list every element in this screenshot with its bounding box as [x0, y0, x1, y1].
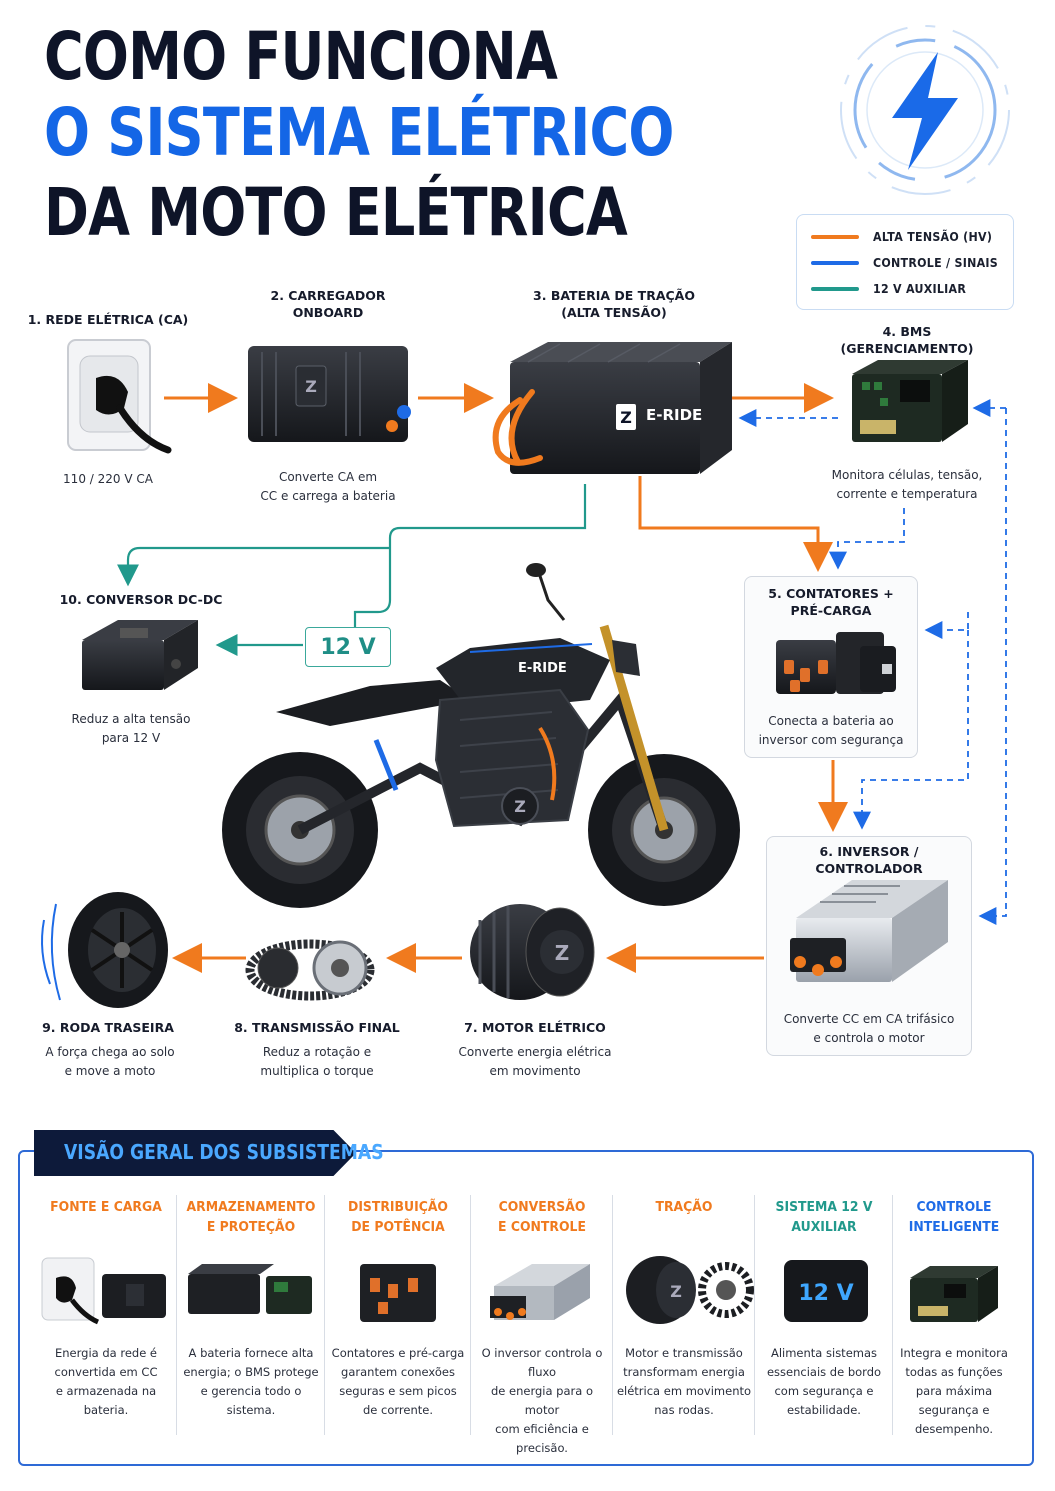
wall-outlet-illustration — [67, 339, 172, 454]
overview-col-source: FONTE E CARGA Energia da rede é converti… — [36, 1190, 176, 1440]
c1-title: 1. REDE ELÉTRICA (CA) — [27, 312, 189, 327]
c10-desc: Reduz a alta tensão para 12 V — [71, 712, 191, 745]
contactors-illustration — [776, 632, 896, 694]
svg-text:Z: Z — [670, 1282, 682, 1301]
dcdc-converter-illustration — [82, 620, 198, 690]
arrow-12v — [117, 546, 390, 587]
moto-brand: E-RIDE — [518, 661, 567, 676]
motor-gear-icon: Z — [626, 1256, 754, 1324]
line-12v — [353, 484, 587, 627]
arrow-control — [829, 508, 905, 570]
legend: ALTA TENSÃO (HV) CONTROLE / SINAIS 12 V … — [796, 214, 1014, 310]
legend-label: 12 V AUXILIAR — [873, 282, 967, 296]
overview-text: Energia da rede é convertida em CC e arm… — [54, 1346, 158, 1417]
c9-title: 9. RODA TRASEIRA — [42, 1020, 174, 1035]
svg-text:Z: Z — [555, 941, 570, 965]
electric-motor-illustration: Z — [470, 904, 595, 1000]
inverter-icon — [490, 1264, 590, 1320]
battery-logo: Z — [620, 408, 632, 427]
c5-title: 5. CONTATORES + PRÉ-CARGA — [768, 586, 894, 618]
battery-bms-icon — [188, 1264, 312, 1314]
lightning-bolt-icon — [840, 25, 1010, 195]
c8-desc: Reduz a rotação e multiplica o torque — [260, 1045, 374, 1078]
traction-battery-illustration: Z E-RIDE — [492, 342, 732, 474]
overview-text: Integra e monitora todas as funções para… — [900, 1346, 1008, 1436]
contactor-icon — [360, 1264, 436, 1322]
arrow-control — [853, 630, 969, 830]
overview-col-traction: TRAÇÃO Z Motor e transmissão transformam… — [614, 1190, 754, 1440]
c1-desc: 110 / 220 V CA — [63, 472, 153, 486]
onboard-charger-illustration: Z — [248, 346, 411, 442]
overview-head: DISTRIBUIÇÃO DE POTÊNCIA — [348, 1199, 448, 1235]
c7-desc: Converte energia elétrica em movimento — [458, 1045, 612, 1078]
overview-head: FONTE E CARGA — [50, 1199, 162, 1215]
c6-title: 6. INVERSOR / CONTROLADOR — [815, 844, 923, 876]
c9-desc: A força chega ao solo e move a moto — [45, 1045, 175, 1078]
battery-brand: E-RIDE — [646, 406, 702, 424]
overview-head: TRAÇÃO — [655, 1199, 713, 1215]
label-12v: 12 V — [305, 627, 391, 667]
c4-title: 4. BMS (GERENCIAMENTO) — [840, 324, 974, 356]
title-line-1: COMO FUNCIONA — [44, 18, 558, 95]
arrow-hv — [638, 476, 833, 572]
overview-head: ARMAZENAMENTO E PROTEÇÃO — [186, 1199, 316, 1235]
overview-text: Alimenta sistemas essenciais de bordo co… — [766, 1346, 882, 1417]
c10-title: 10. CONVERSOR DC-DC — [59, 592, 223, 607]
bms-module-illustration — [852, 360, 968, 442]
overview-col-control: CONTROLE INTELIGENTE Integra e monitora … — [894, 1190, 1014, 1440]
divider — [324, 1195, 325, 1435]
overview-head: SISTEMA 12 V AUXILIAR — [775, 1199, 873, 1235]
inverter-illustration — [790, 880, 948, 982]
legend-item-hv: ALTA TENSÃO (HV) — [811, 227, 1003, 247]
overview-col-12v: SISTEMA 12 V AUXILIAR 12 V Alimenta sist… — [756, 1190, 892, 1440]
arrow-control — [978, 408, 1007, 925]
c7-title: 7. MOTOR ELÉTRICO — [464, 1020, 606, 1035]
overview-text: A bateria fornece alta energia; o BMS pr… — [183, 1346, 319, 1417]
overview-col-distribution: DISTRIBUIÇÃO DE POTÊNCIA Contatores e pr… — [326, 1190, 470, 1440]
title-line-3: DA MOTO ELÉTRICA — [44, 174, 628, 251]
overview-text: Contatores e pré-carga garantem conexões… — [331, 1346, 465, 1417]
c5-desc: Conecta a bateria ao inversor com segura… — [758, 714, 904, 747]
legend-label: ALTA TENSÃO (HV) — [873, 230, 993, 244]
overview-col-conversion: CONVERSÃO E CONTROLE O inversor controla… — [472, 1190, 612, 1455]
arrow-control — [924, 612, 969, 639]
divider — [470, 1195, 471, 1435]
legend-item-control: CONTROLE / SINAIS — [811, 253, 1009, 273]
divider — [754, 1195, 755, 1435]
rear-wheel-illustration — [41, 892, 168, 1008]
c2-title: 2. CARREGADOR ONBOARD — [270, 288, 386, 320]
overview-title: VISÃO GERAL DOS SUBSISTEMAS — [64, 1140, 384, 1164]
12v-module-icon: 12 V — [784, 1260, 868, 1322]
overview-head: CONVERSÃO E CONTROLE — [498, 1199, 586, 1235]
outlet-charger-icon — [41, 1257, 166, 1325]
c8-title: 8. TRANSMISSÃO FINAL — [234, 1020, 400, 1035]
svg-text:Z: Z — [514, 797, 526, 816]
c6-desc: Converte CC em CA trifásico e controla o… — [783, 1012, 955, 1045]
legend-item-aux: 12 V AUXILIAR — [811, 279, 974, 299]
overview-text: Motor e transmissão transformam energia … — [616, 1346, 752, 1417]
c3-title: 3. BATERIA DE TRAÇÃO (ALTA TENSÃO) — [533, 288, 695, 320]
final-drive-illustration — [245, 939, 375, 1001]
flow-diagram: Z Z E-RIDE — [41, 339, 1007, 1008]
title-line-2: O SISTEMA ELÉTRICO — [44, 94, 674, 171]
c4-desc: Monitora células, tensão, corrente e tem… — [831, 468, 983, 501]
overview-banner — [34, 1130, 356, 1176]
overview-text: O inversor controla o fluxo de energia p… — [481, 1346, 603, 1455]
divider — [176, 1195, 177, 1435]
divider — [892, 1195, 893, 1435]
motorcycle-illustration: Z E-RIDE — [222, 563, 740, 908]
legend-label: CONTROLE / SINAIS — [873, 256, 999, 270]
divider — [612, 1195, 613, 1435]
12v-badge: 12 V — [798, 1281, 853, 1306]
c2-desc: Converte CA em CC e carrega a bateria — [260, 470, 396, 503]
overview-col-storage: ARMAZENAMENTO E PROTEÇÃO A bateria forne… — [178, 1190, 324, 1440]
control-unit-icon — [910, 1266, 998, 1322]
overview-head: CONTROLE INTELIGENTE — [908, 1199, 1000, 1235]
svg-text:Z: Z — [305, 377, 317, 396]
